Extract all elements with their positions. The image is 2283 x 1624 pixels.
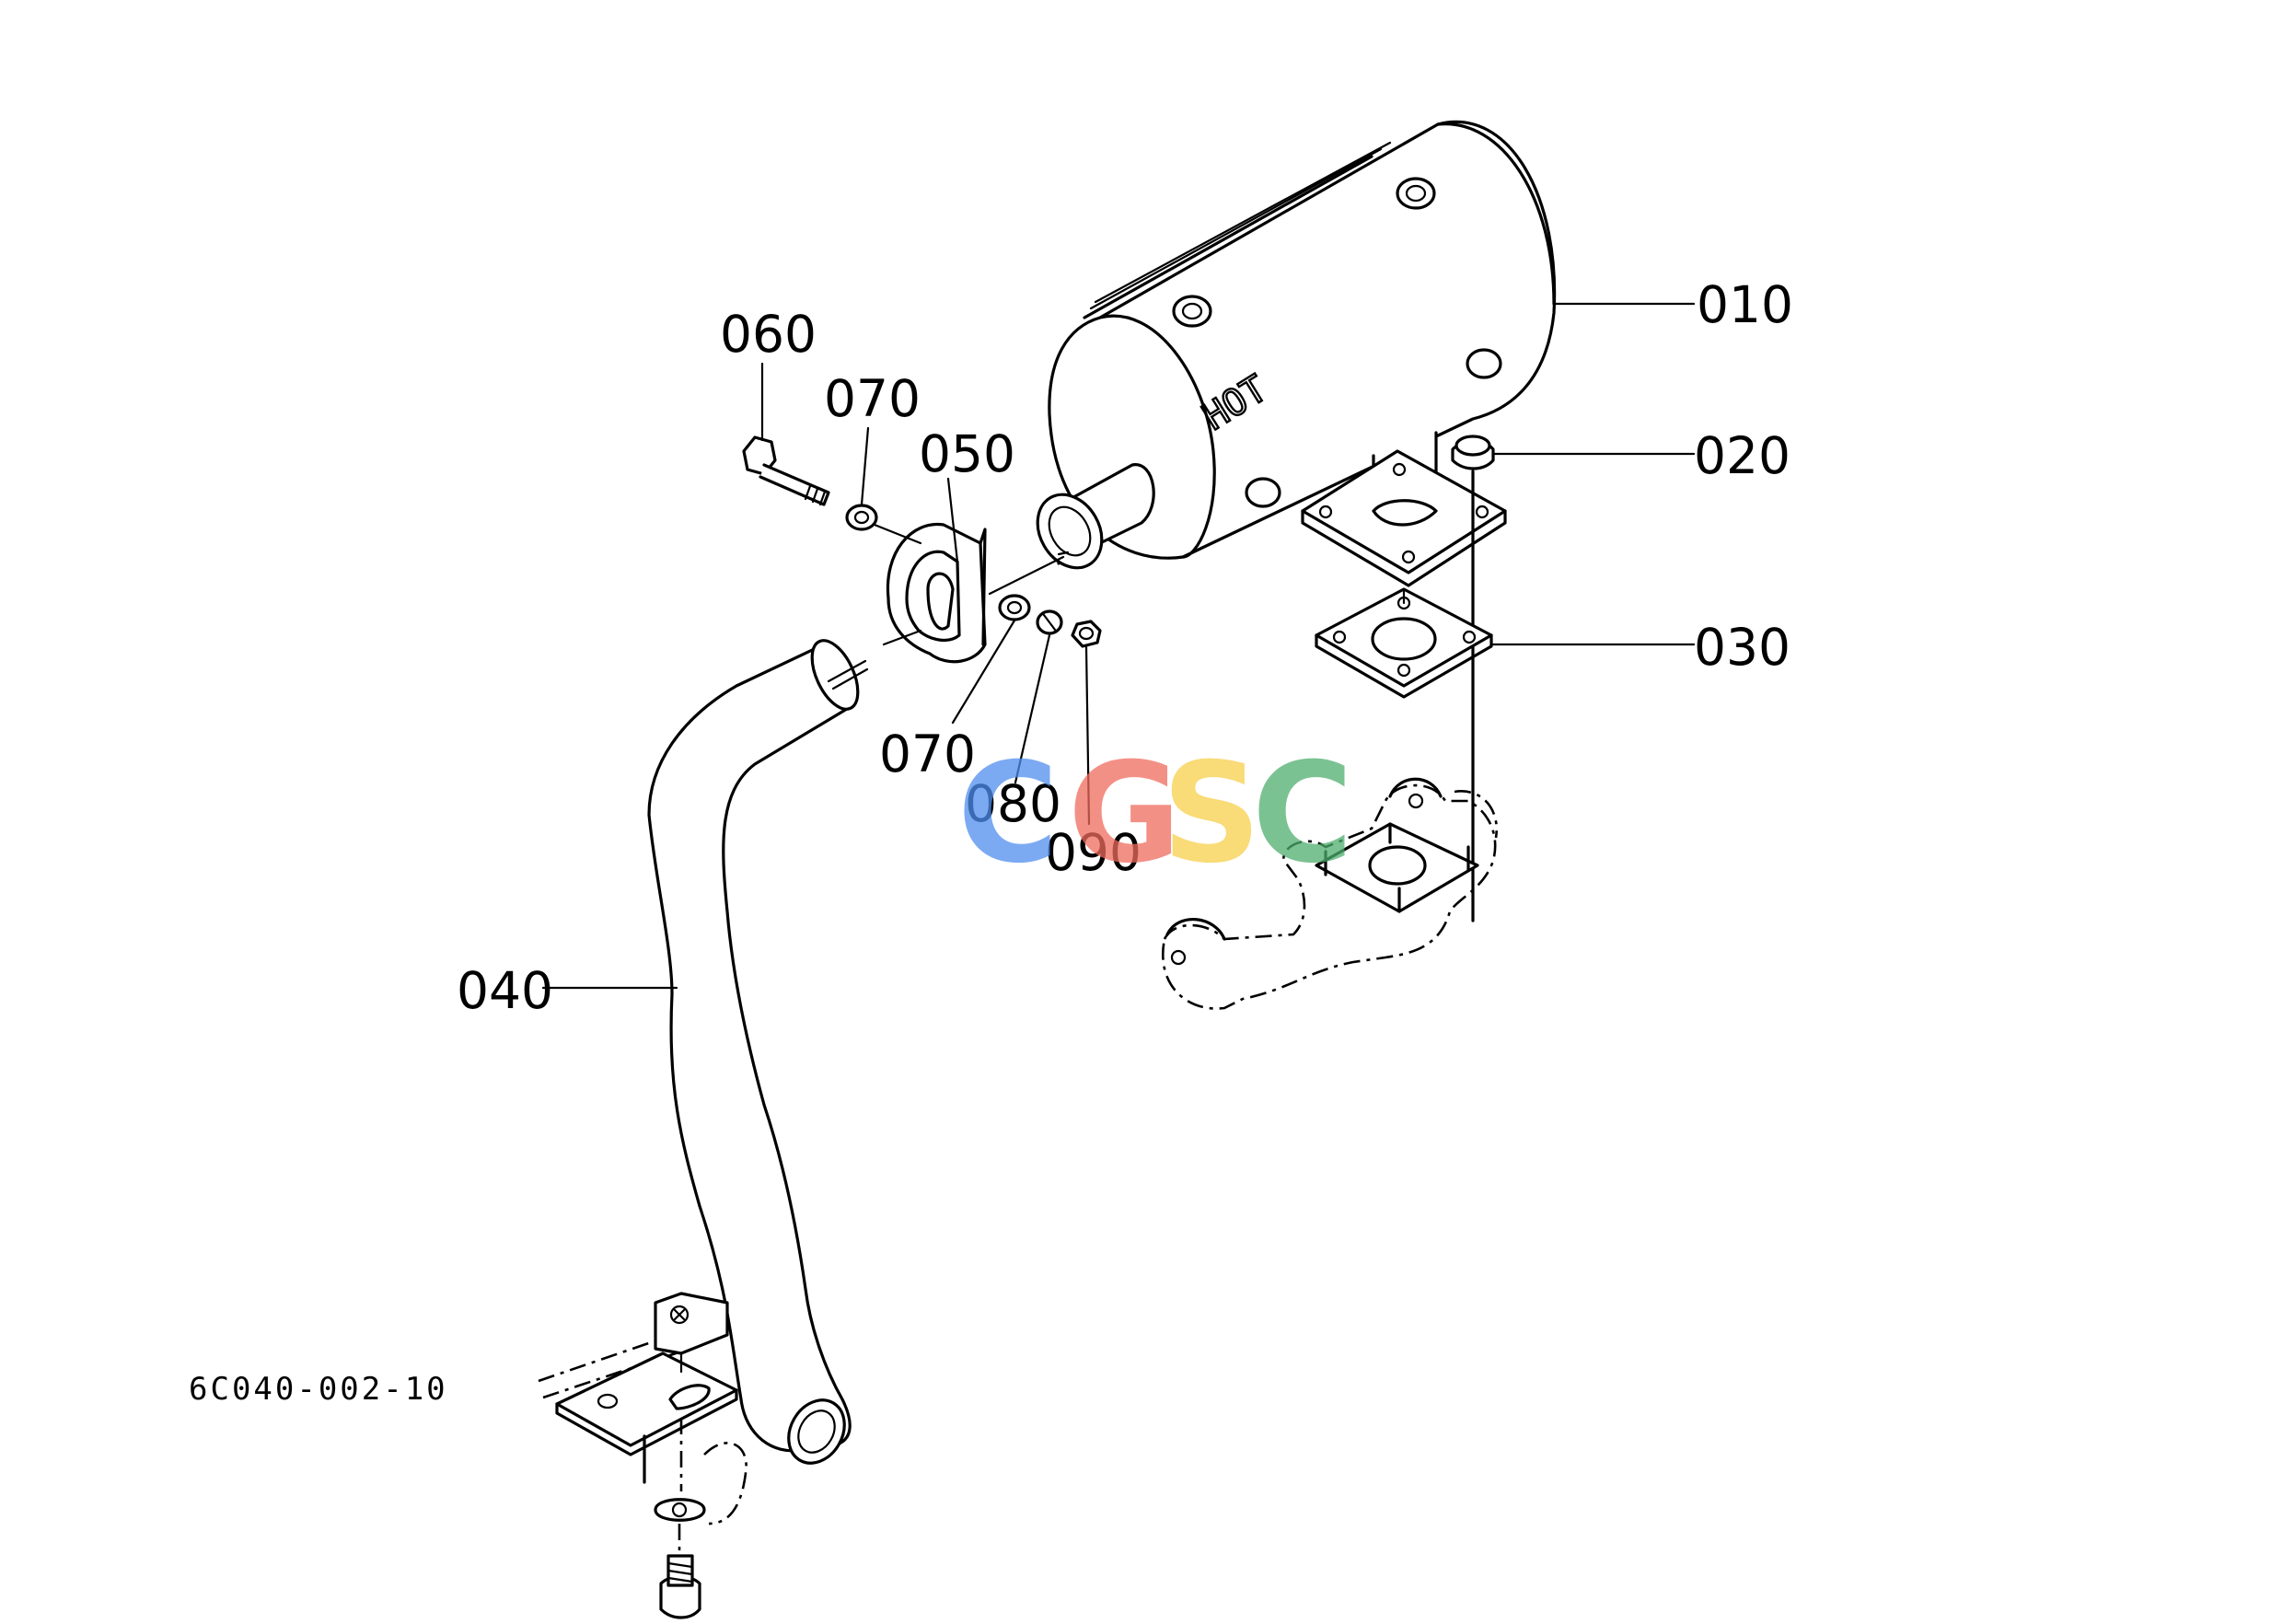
clamp-050 — [886, 522, 987, 664]
watermark-letter-c1: C — [957, 734, 1059, 894]
label-060: 060 — [720, 305, 817, 364]
label-010: 010 — [1697, 275, 1793, 334]
label-020: 020 — [1694, 426, 1790, 485]
tail-pipe — [647, 639, 869, 1465]
leader-lines — [541, 302, 1696, 990]
label-090: 090 — [1045, 823, 1142, 882]
label-070-top: 070 — [824, 369, 921, 428]
gasket-030 — [1315, 587, 1493, 699]
nut-090 — [1071, 620, 1102, 648]
watermark-letter-c2: C — [1252, 734, 1353, 894]
label-070-bottom: 070 — [879, 725, 976, 783]
part-labels: 010 020 030 040 050 060 070 070 080 090 … — [189, 275, 1793, 1408]
label-080: 080 — [965, 774, 1061, 833]
label-030: 030 — [1694, 618, 1790, 677]
drawing-code: 6C040-002-10 — [189, 1371, 448, 1408]
watermark-letter-g: G — [1068, 734, 1181, 894]
label-050: 050 — [919, 424, 1015, 483]
washer-070-bottom — [998, 594, 1031, 621]
watermark-letter-s: S — [1162, 734, 1261, 894]
nut-020 — [1451, 435, 1495, 922]
bolt-060 — [742, 435, 830, 506]
muffler-outlet-flange — [1301, 431, 1507, 587]
mount-bracket — [538, 1292, 747, 1619]
label-040: 040 — [457, 961, 553, 1020]
cgsc-watermark: C G S C — [957, 734, 1353, 894]
muffler: HOT — [1036, 121, 1557, 570]
washer-070-top — [845, 504, 878, 531]
exhaust-manifold — [1162, 777, 1499, 1010]
lock-washer-080 — [1036, 609, 1063, 635]
